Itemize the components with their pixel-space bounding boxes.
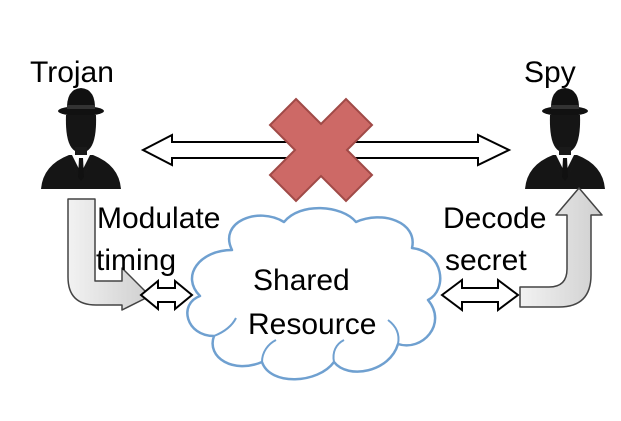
trojan-output-arrow (67, 198, 151, 311)
decode-label-line2: secret (445, 244, 527, 277)
spy-person-icon (525, 88, 605, 189)
decode-label-line1: Decode (443, 202, 546, 235)
spy-cloud-link-arrow (440, 278, 520, 312)
blocked-x-icon (268, 97, 374, 203)
spy-input-arrow (519, 187, 603, 308)
spy-label: Spy (524, 56, 576, 89)
trojan-person-icon (41, 88, 121, 189)
modulate-label-line1: Modulate (97, 202, 220, 235)
cloud-label-line2: Resource (248, 308, 376, 341)
modulate-label-line2: timing (96, 244, 176, 277)
trojan-cloud-link-arrow (139, 278, 194, 312)
cloud-label-line1: Shared (253, 264, 350, 297)
trojan-label: Trojan (30, 56, 114, 89)
